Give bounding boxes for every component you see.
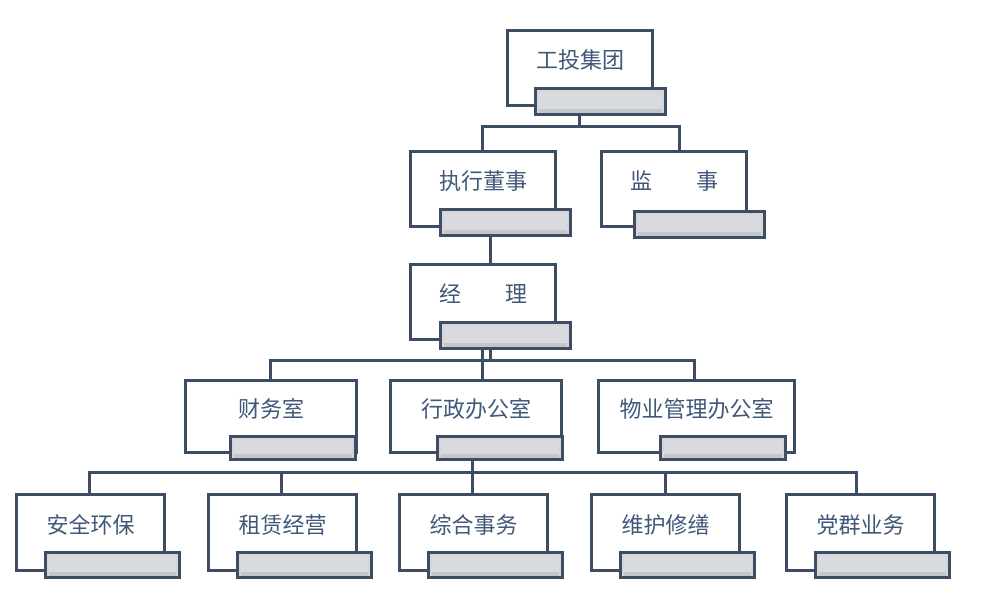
connector-to-general (471, 471, 474, 493)
node-property-office[interactable]: 物业管理办公室 (597, 379, 812, 461)
node-leasing[interactable]: 租赁经营 (207, 493, 373, 582)
node-manager[interactable]: 经 理 (409, 263, 572, 350)
node-finance-label: 财务室 (237, 397, 304, 423)
node-party-affairs[interactable]: 党群业务 (785, 493, 951, 582)
node-manager-bar (439, 321, 572, 350)
connector-group-down (578, 107, 581, 128)
node-manager-bar-inner (444, 326, 567, 347)
node-finance-bar (229, 435, 357, 461)
connector-exec-to-manager (489, 228, 492, 263)
node-leasing-label: 租赁经营 (238, 513, 327, 539)
node-supervisor-bar (633, 210, 766, 239)
node-safety-bar (44, 551, 181, 579)
node-admin-office-bar (436, 435, 564, 461)
connector-bus-level2 (481, 125, 681, 128)
node-finance-bar-inner (234, 440, 352, 458)
node-admin-office[interactable]: 行政办公室 (389, 379, 579, 461)
node-party-affairs-bar-inner (819, 556, 946, 576)
node-party-affairs-label: 党群业务 (816, 513, 905, 539)
node-general-affairs-box[interactable]: 综合事务 (398, 493, 549, 572)
node-party-affairs-bar (814, 551, 951, 579)
node-property-office-bar-inner (664, 440, 782, 458)
connector-to-party (855, 471, 858, 493)
node-group-label: 工投集团 (535, 49, 624, 74)
node-maintenance[interactable]: 维护修缮 (590, 493, 756, 582)
node-exec-director[interactable]: 执行董事 (409, 150, 572, 237)
connector-to-admin-office (481, 341, 484, 379)
node-general-affairs-bar-inner (432, 556, 559, 576)
node-exec-director-bar-inner (444, 213, 567, 234)
node-group-bar (534, 87, 667, 116)
node-maintenance-bar-inner (624, 556, 751, 576)
node-manager-label: 经 理 (438, 283, 527, 308)
connector-to-exec-director (481, 125, 484, 150)
connector-manager-down (489, 341, 492, 362)
connector-admin-down (471, 455, 474, 474)
node-safety-label: 安全环保 (46, 513, 135, 539)
node-property-office-bar (659, 435, 787, 461)
node-leasing-bar (236, 551, 373, 579)
node-group-bar-inner (539, 92, 662, 113)
node-exec-director-label: 执行董事 (438, 170, 527, 195)
connector-to-maintenance (664, 471, 667, 493)
node-maintenance-label: 维护修缮 (621, 513, 710, 539)
node-leasing-bar-inner (241, 556, 368, 576)
node-general-affairs-bar (427, 551, 564, 579)
node-admin-office-bar-inner (441, 440, 559, 458)
node-safety-bar-inner (49, 556, 176, 576)
node-admin-office-label: 行政办公室 (420, 397, 531, 423)
connector-to-finance (269, 359, 272, 379)
node-maintenance-bar (619, 551, 756, 579)
node-safety[interactable]: 安全环保 (15, 493, 181, 582)
node-general-affairs[interactable]: 综合事务 (398, 493, 564, 582)
connector-to-leasing (280, 471, 283, 493)
node-supervisor-bar-inner (638, 215, 761, 236)
connector-to-safety (88, 471, 91, 493)
node-finance[interactable]: 财务室 (184, 379, 374, 461)
node-general-affairs-label: 综合事务 (429, 513, 518, 539)
node-property-office-label: 物业管理办公室 (619, 397, 774, 423)
node-group[interactable]: 工投集团 (506, 29, 667, 116)
connector-to-supervisor (678, 125, 681, 150)
node-supervisor-label: 监 事 (629, 170, 718, 195)
node-exec-director-bar (439, 208, 572, 237)
connector-to-property (693, 359, 696, 379)
node-supervisor[interactable]: 监 事 (600, 150, 766, 239)
